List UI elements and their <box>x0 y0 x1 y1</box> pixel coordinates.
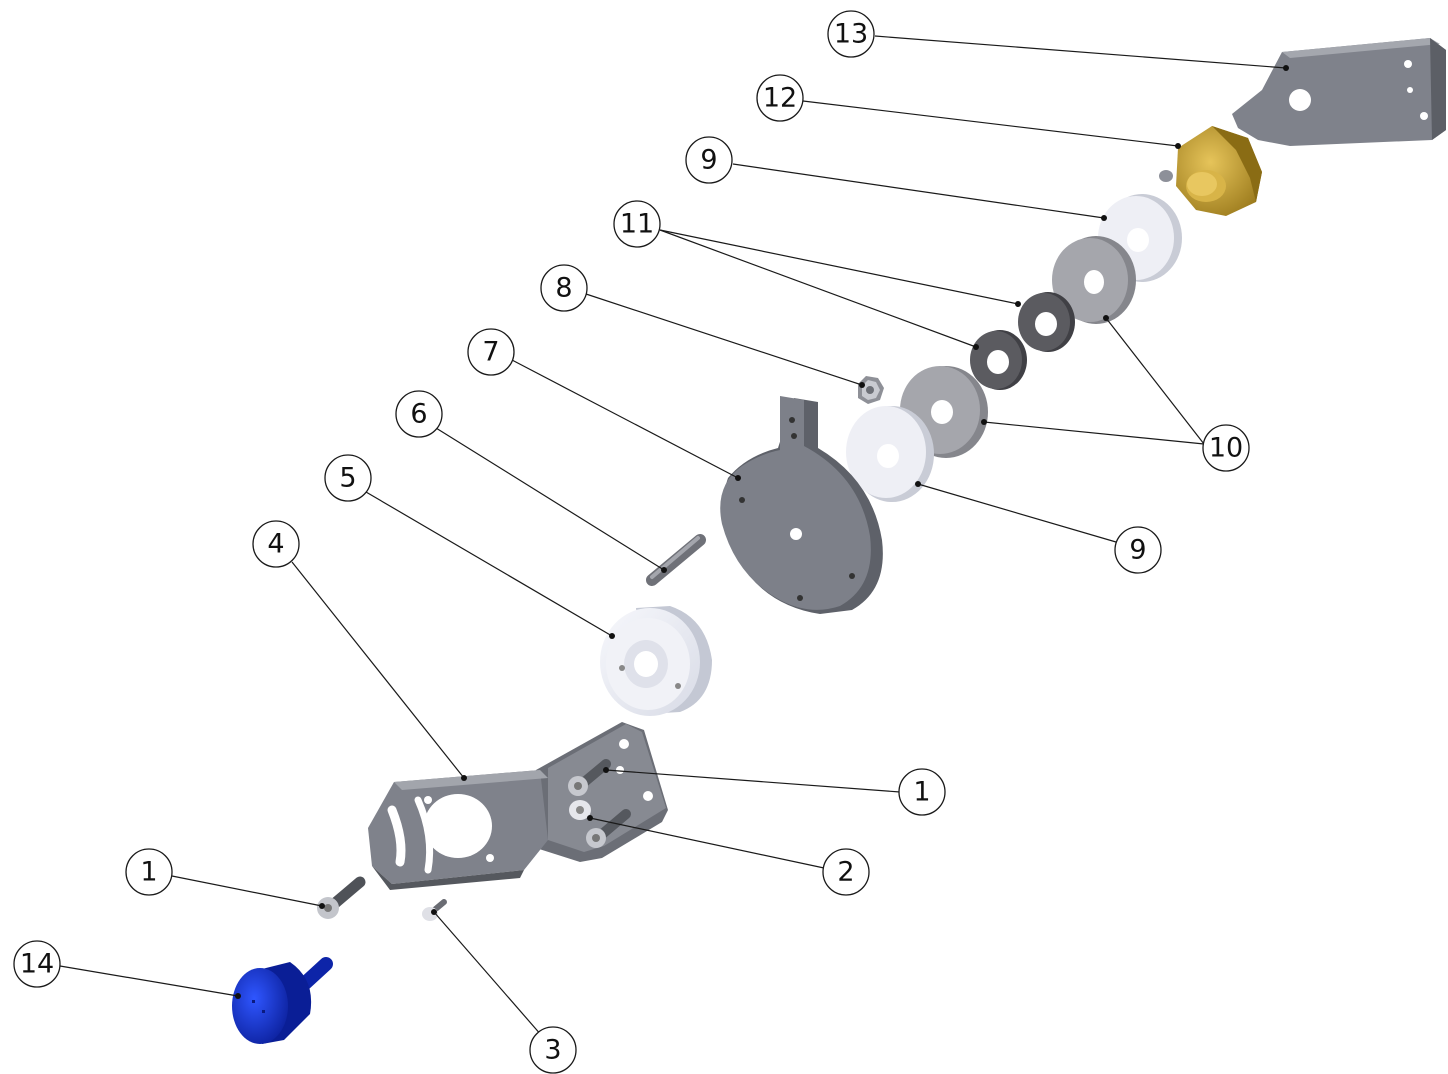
part-9-washer-lower <box>846 406 934 502</box>
leader-6-dot <box>661 567 667 573</box>
leader-14 <box>59 965 239 997</box>
part-1-screw-upper <box>568 759 611 796</box>
callout-13: 13 <box>827 10 875 58</box>
part-13-plate <box>1232 38 1446 146</box>
leader-9a-dot <box>1101 215 1107 221</box>
leader-11-b <box>659 229 977 348</box>
leader-10-dot-a <box>1103 315 1109 321</box>
callout-9-lower: 9 <box>1114 526 1162 574</box>
callout-12-label: 12 <box>763 83 797 114</box>
leader-1a <box>605 769 901 793</box>
leader-13-dot <box>1283 65 1289 71</box>
callout-2-label: 2 <box>837 857 854 888</box>
callout-3-label: 3 <box>544 1035 561 1066</box>
callout-9-lower-label: 9 <box>1129 535 1146 566</box>
part-14-blue-knob <box>232 957 333 1044</box>
callout-1-left-label: 1 <box>140 857 157 888</box>
leader-9b-dot <box>915 481 921 487</box>
callout-6: 6 <box>395 390 443 438</box>
leader-3-dot <box>431 909 437 915</box>
part-4-bracket <box>368 722 668 890</box>
callout-7-label: 7 <box>482 337 499 368</box>
part-1-screw-middle <box>586 809 631 848</box>
leader-10-dot-b <box>981 419 987 425</box>
part-1-screw-lower <box>317 876 366 919</box>
callout-12: 12 <box>756 74 804 122</box>
callout-1-right: 1 <box>898 768 946 816</box>
callout-3: 3 <box>529 1026 577 1074</box>
leader-lines <box>59 35 1289 1037</box>
callout-10-label: 10 <box>1209 433 1243 464</box>
leader-10-a <box>1105 317 1205 445</box>
leader-14-dot <box>235 993 241 999</box>
leader-10-b <box>983 421 1205 445</box>
leader-8-dot <box>859 382 865 388</box>
callout-7: 7 <box>467 328 515 376</box>
leader-5 <box>365 491 613 637</box>
part-7-disc-plate <box>720 396 883 614</box>
callout-4-label: 4 <box>267 529 284 560</box>
leader-11-a <box>659 229 1019 305</box>
leader-6 <box>435 427 665 571</box>
part-8-hex-nut <box>858 376 884 404</box>
leader-11-dot-a <box>1015 301 1021 307</box>
part-10-washer-upper <box>1052 236 1136 324</box>
callout-11-label: 11 <box>620 209 654 240</box>
callout-14-label: 14 <box>20 949 54 980</box>
leader-2 <box>589 817 825 869</box>
callout-2: 2 <box>822 848 870 896</box>
leader-8 <box>585 293 863 386</box>
leader-2-dot <box>587 815 593 821</box>
callout-6-label: 6 <box>410 399 427 430</box>
callout-1-left: 1 <box>125 848 173 896</box>
leader-3 <box>433 911 543 1037</box>
callout-11: 11 <box>613 200 661 248</box>
leader-12-dot <box>1175 143 1181 149</box>
callout-5-label: 5 <box>339 463 356 494</box>
leader-7-dot <box>735 475 741 481</box>
leader-12 <box>802 100 1179 147</box>
part-11-dark-washers <box>970 292 1075 390</box>
callout-8: 8 <box>540 264 588 312</box>
callout-9-upper-label: 9 <box>700 145 717 176</box>
leader-1a-dot <box>603 767 609 773</box>
leader-9b <box>917 483 1117 543</box>
callout-8-label: 8 <box>555 273 572 304</box>
leader-5-dot <box>609 633 615 639</box>
leader-1b <box>171 875 323 907</box>
leader-9a <box>732 163 1105 219</box>
part-12-brass-bushing <box>1159 126 1262 216</box>
callout-10: 10 <box>1202 424 1250 472</box>
callout-4: 4 <box>252 520 300 568</box>
part-2-screw-middle <box>569 800 591 820</box>
leader-7 <box>511 359 739 479</box>
part-5-spacer <box>600 606 712 716</box>
part-6-pin <box>646 534 706 586</box>
callout-5: 5 <box>324 454 372 502</box>
leader-4 <box>291 561 465 779</box>
callout-9-upper: 9 <box>685 136 733 184</box>
callout-14: 14 <box>13 940 61 988</box>
leader-4-dot <box>461 775 467 781</box>
leader-1b-dot <box>319 903 325 909</box>
callout-13-label: 13 <box>834 19 868 50</box>
leader-13 <box>874 35 1287 69</box>
leader-11-dot-b <box>973 344 979 350</box>
callout-1-right-label: 1 <box>913 777 930 808</box>
